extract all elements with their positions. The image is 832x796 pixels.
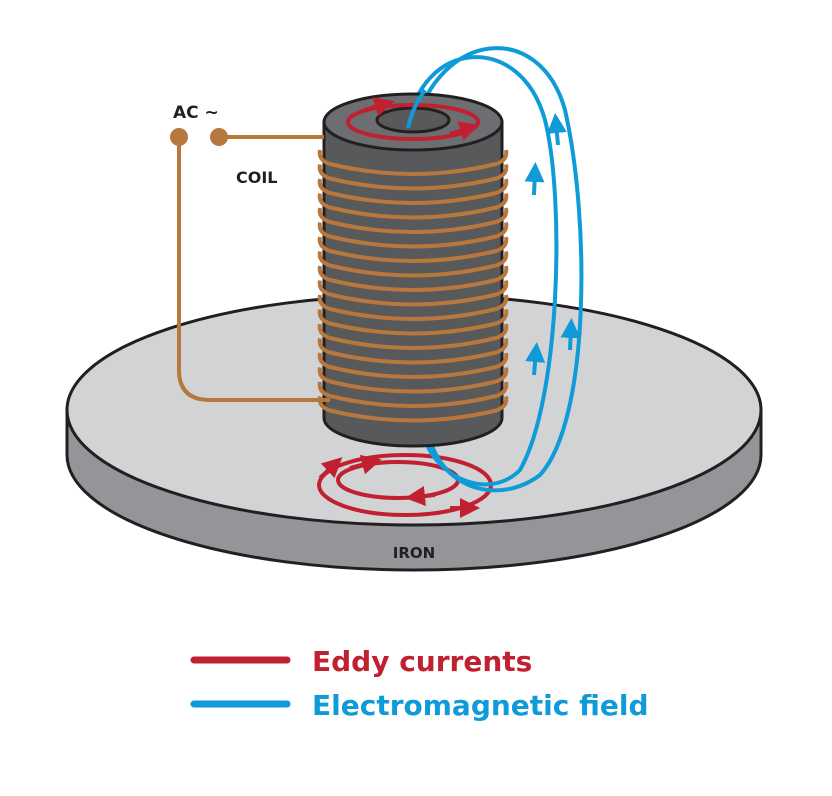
coil-turn bbox=[317, 265, 509, 292]
terminal-right bbox=[210, 128, 228, 146]
coil-turn bbox=[317, 396, 509, 423]
coil-windings bbox=[317, 149, 509, 423]
legend-label-field: Electromagnetic field bbox=[312, 689, 649, 722]
coil-turn bbox=[317, 193, 509, 220]
coil-turn bbox=[317, 178, 509, 205]
coil-turn bbox=[317, 323, 509, 350]
legend: Eddy currents Electromagnetic field bbox=[190, 645, 649, 722]
coil-turn bbox=[317, 309, 509, 336]
coil-turn bbox=[317, 352, 509, 379]
coil-turn bbox=[317, 236, 509, 263]
iron-label: IRON bbox=[393, 544, 435, 562]
electromagnetic-field-lines bbox=[406, 46, 584, 493]
field-line-exit bbox=[406, 88, 427, 129]
coil-turn bbox=[317, 207, 509, 234]
coil-turn bbox=[317, 367, 509, 394]
ac-label: AC ~ bbox=[173, 103, 219, 123]
wires bbox=[177, 135, 330, 402]
coil-turn bbox=[317, 280, 509, 307]
coil-turn bbox=[317, 381, 509, 408]
coil-turn bbox=[317, 149, 509, 176]
coil-turn bbox=[317, 164, 509, 191]
terminal-left bbox=[170, 128, 188, 146]
coil-turn bbox=[317, 294, 509, 321]
legend-label-eddy: Eddy currents bbox=[312, 645, 532, 678]
coil-turn bbox=[317, 251, 509, 278]
coil-label: COIL bbox=[236, 168, 278, 187]
coil-turn bbox=[317, 338, 509, 365]
coil-turn bbox=[317, 222, 509, 249]
eddy-currents-core bbox=[346, 97, 480, 141]
